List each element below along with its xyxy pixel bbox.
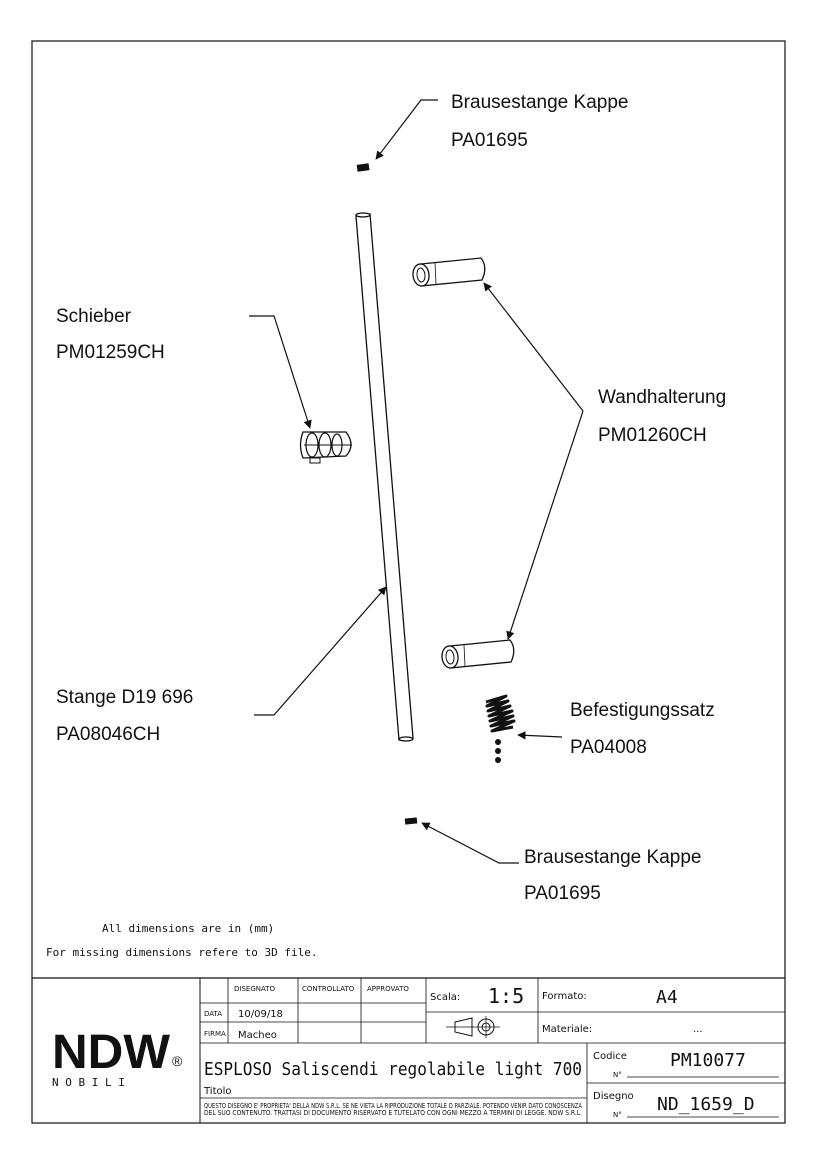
slider-code: PM01259CH: [56, 342, 165, 363]
registered-mark: ®: [172, 1053, 183, 1069]
header-approved: APPROVATO: [367, 985, 409, 993]
top-cap-part: [356, 163, 370, 172]
footer-legal-line-2: DEL SUO CONTENUTO. TRATTASI DI DOCUMENTO…: [204, 1109, 582, 1117]
signature-value: Macheo: [238, 1030, 277, 1041]
slider-leader: [249, 315, 312, 429]
wall-bracket-leader-lower: [506, 410, 584, 640]
material-label: Materiale:: [542, 1024, 592, 1035]
upper-wall-bracket-part: [412, 257, 486, 287]
slider-name: Schieber: [56, 306, 132, 327]
bottom-cap-leader: [421, 822, 519, 864]
top-cap-name: Brausestange Kappe: [451, 92, 628, 113]
wall-bracket-leader-upper: [483, 282, 584, 412]
scale-value: 1:5: [488, 984, 524, 1008]
fixing-kit-name: Befestigungssatz: [570, 700, 715, 721]
projection-symbol-icon: [446, 1016, 500, 1038]
drawing-value: ND_1659_D: [657, 1094, 755, 1115]
slider-part: [299, 431, 352, 464]
footer-legal-line-1: QUESTO DISEGNO E' PROPRIETA' DELLA NDW S…: [204, 1102, 582, 1110]
drawing-frame: [31, 40, 786, 1124]
wall-bracket-code: PM01260CH: [598, 425, 707, 446]
drawing-label: Disegno: [593, 1091, 634, 1102]
drawing-n: N°: [613, 1111, 622, 1119]
date-value: 10/09/18: [238, 1009, 283, 1020]
bottom-cap-name: Brausestange Kappe: [524, 847, 701, 868]
bottom-cap-code: PA01695: [524, 883, 601, 904]
header-drawn: DISEGNATO: [234, 985, 276, 993]
code-label: Codice: [593, 1051, 627, 1062]
ndw-logo: NDW: [52, 1026, 171, 1079]
label-date: DATA: [204, 1010, 222, 1018]
fixing-kit-part: [485, 694, 516, 763]
format-label: Formato:: [542, 991, 587, 1002]
bottom-cap-part: [404, 817, 418, 825]
top-cap-code: PA01695: [451, 130, 528, 151]
code-value: PM10077: [670, 1050, 746, 1071]
drawing-title: ESPLOSO Saliscendi regolabile light 700: [204, 1059, 582, 1080]
lower-wall-bracket-part: [441, 639, 515, 669]
rod-leader: [254, 586, 387, 716]
code-n: N°: [613, 1071, 622, 1079]
rod-code: PA08046CH: [56, 724, 160, 745]
material-value: ...: [693, 1024, 703, 1035]
top-cap-leader: [375, 99, 438, 160]
missing-dimensions-note: For missing dimensions refere to 3D file…: [46, 946, 318, 959]
rod-name: Stange D19 696: [56, 687, 193, 708]
dimensions-note: All dimensions are in (mm): [102, 922, 274, 935]
wall-bracket-name: Wandhalterung: [598, 387, 726, 408]
format-value: A4: [656, 987, 678, 1008]
label-signature: FIRMA: [204, 1030, 226, 1038]
title-label: Titolo: [203, 1086, 232, 1097]
fixing-kit-leader: [517, 731, 563, 740]
logo-subtitle: N O B I L I: [52, 1076, 125, 1089]
rod-part: [355, 212, 414, 742]
fixing-kit-code: PA04008: [570, 737, 647, 758]
header-checked: CONTROLLATO: [302, 985, 355, 993]
title-block: [32, 977, 785, 1123]
scale-label: Scala:: [430, 992, 460, 1003]
